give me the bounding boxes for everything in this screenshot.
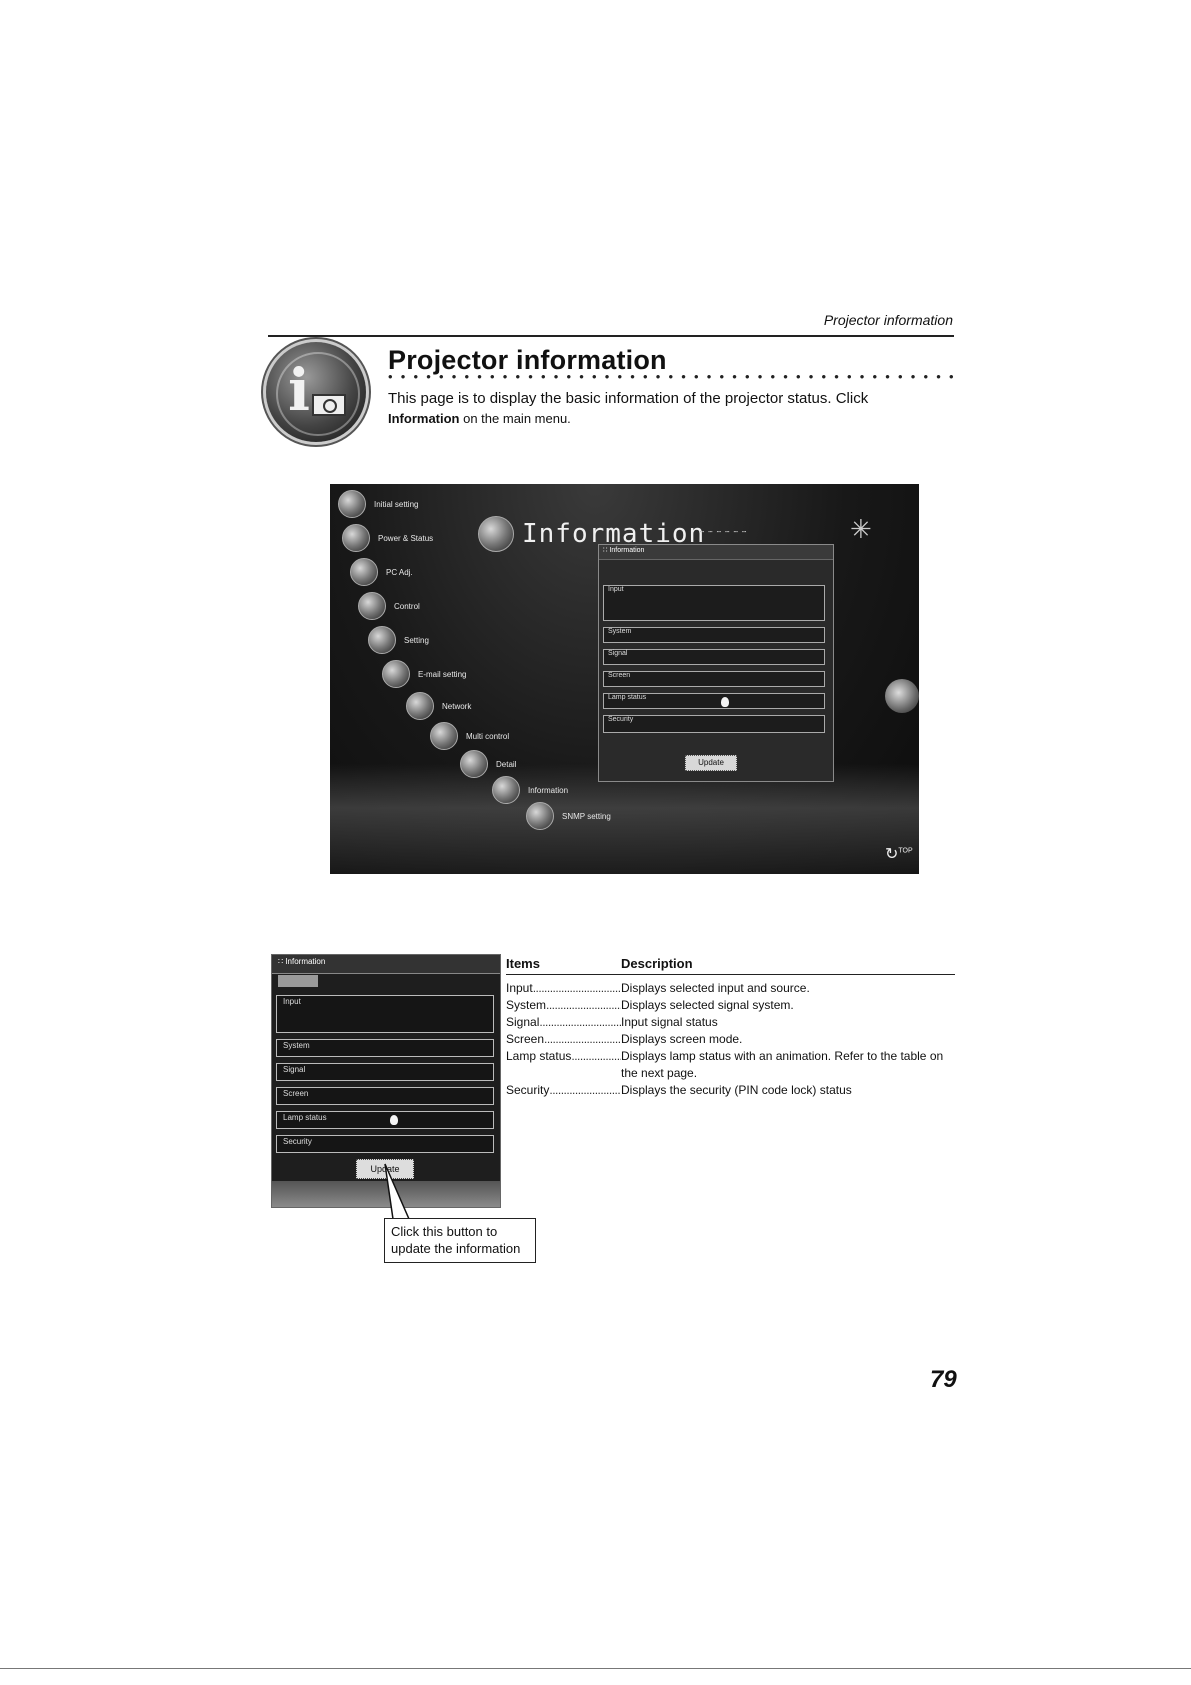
closeup-subtab bbox=[278, 975, 318, 987]
menu-item-email-setting[interactable]: E-mail setting bbox=[382, 660, 466, 688]
menu-item-power-status[interactable]: Power & Status bbox=[342, 524, 433, 552]
menu-item-multi-control[interactable]: Multi control bbox=[430, 722, 509, 750]
callout-box: Click this button to update the informat… bbox=[384, 1218, 536, 1263]
closeup-row-security: Security bbox=[276, 1135, 494, 1153]
item-description: Displays the security (PIN code lock) st… bbox=[621, 1083, 852, 1097]
row-system: System bbox=[603, 627, 825, 643]
information-panel: ∷ Information Input System Signal Screen… bbox=[598, 544, 834, 782]
clock-readout: ┅ ┅ ┅ ┅ ┅ ┅ bbox=[700, 528, 747, 536]
menu-item-detail[interactable]: Detail bbox=[460, 750, 516, 778]
intro-bold-word: Information bbox=[388, 411, 460, 426]
menu-item-snmp-setting[interactable]: SNMP setting bbox=[526, 802, 611, 830]
closeup-row-lamp-status: Lamp status bbox=[276, 1111, 494, 1129]
lamp-icon bbox=[721, 697, 729, 707]
page-bottom-rule bbox=[0, 1668, 1191, 1669]
information-ball-icon bbox=[478, 516, 514, 552]
item-description: Displays selected input and source. bbox=[621, 981, 810, 995]
closeup-row-input: Input bbox=[276, 995, 494, 1033]
panel-title: ∷ Information bbox=[599, 545, 833, 560]
menu-item-control[interactable]: Control bbox=[358, 592, 420, 620]
item-name: Signal bbox=[506, 1015, 540, 1029]
item-description: Input signal status bbox=[621, 1015, 718, 1029]
sparkle-icon: ✳ bbox=[850, 514, 872, 544]
web-menu-screenshot: Initial setting Power & Status PC Adj. C… bbox=[330, 484, 919, 874]
closeup-panel-title: ∷ Information bbox=[272, 955, 500, 974]
menu-item-information[interactable]: Information bbox=[492, 776, 568, 804]
closeup-bottom-band bbox=[272, 1181, 500, 1207]
header-rule bbox=[268, 335, 954, 337]
table-row: Signal..................................… bbox=[506, 1014, 955, 1031]
header-description: Description bbox=[621, 956, 693, 971]
item-description: Displays screen mode. bbox=[621, 1032, 743, 1046]
menu-item-network[interactable]: Network bbox=[406, 692, 471, 720]
closeup-lamp-icon bbox=[390, 1115, 398, 1125]
table-row: Lamp status.............................… bbox=[506, 1048, 955, 1082]
intro-paragraph: This page is to display the basic inform… bbox=[388, 389, 956, 429]
intro-tail: on the main menu. bbox=[459, 411, 571, 426]
intro-text: This page is to display the basic inform… bbox=[388, 390, 869, 407]
row-input: Input bbox=[603, 585, 825, 621]
table-row: System..................................… bbox=[506, 997, 955, 1014]
row-security: Security bbox=[603, 715, 825, 733]
items-table: Items Description Input.................… bbox=[506, 956, 955, 1099]
closeup-row-system: System bbox=[276, 1039, 494, 1057]
information-panel-closeup: ∷ Information Input System Signal Screen… bbox=[271, 954, 501, 1208]
table-row: Security................................… bbox=[506, 1082, 955, 1099]
header-items: Items bbox=[506, 956, 540, 971]
item-name: Lamp status bbox=[506, 1049, 572, 1063]
callout-pointer bbox=[384, 1163, 411, 1220]
update-button[interactable]: Update bbox=[685, 755, 737, 771]
row-lamp-status: Lamp status bbox=[603, 693, 825, 709]
item-name: Input bbox=[506, 981, 533, 995]
menu-item-setting[interactable]: Setting bbox=[368, 626, 429, 654]
menu-item-initial-setting[interactable]: Initial setting bbox=[338, 490, 418, 518]
menu-item-pc-adj[interactable]: PC Adj. bbox=[350, 558, 413, 586]
table-row: Screen..................................… bbox=[506, 1031, 955, 1048]
item-name: System bbox=[506, 998, 547, 1012]
closeup-row-signal: Signal bbox=[276, 1063, 494, 1081]
item-name: Security bbox=[506, 1083, 550, 1097]
row-signal: Signal bbox=[603, 649, 825, 665]
page-title: Projector information bbox=[388, 345, 667, 375]
side-ball-icon bbox=[885, 679, 919, 713]
table-row: Input...................................… bbox=[506, 980, 955, 997]
item-description: Displays selected signal system. bbox=[621, 998, 794, 1012]
dotted-divider: ••••••••••••••••••••••••••••••••••••••••… bbox=[388, 372, 956, 382]
item-description: Displays lamp status with an animation. … bbox=[621, 1049, 944, 1080]
top-button[interactable]: ↻TOP bbox=[885, 846, 913, 863]
information-icon: i bbox=[266, 342, 366, 442]
closeup-row-screen: Screen bbox=[276, 1087, 494, 1105]
item-name: Screen bbox=[506, 1032, 545, 1046]
row-screen: Screen bbox=[603, 671, 825, 687]
page-number: 79 bbox=[930, 1366, 957, 1393]
running-header: Projector information bbox=[823, 312, 953, 328]
